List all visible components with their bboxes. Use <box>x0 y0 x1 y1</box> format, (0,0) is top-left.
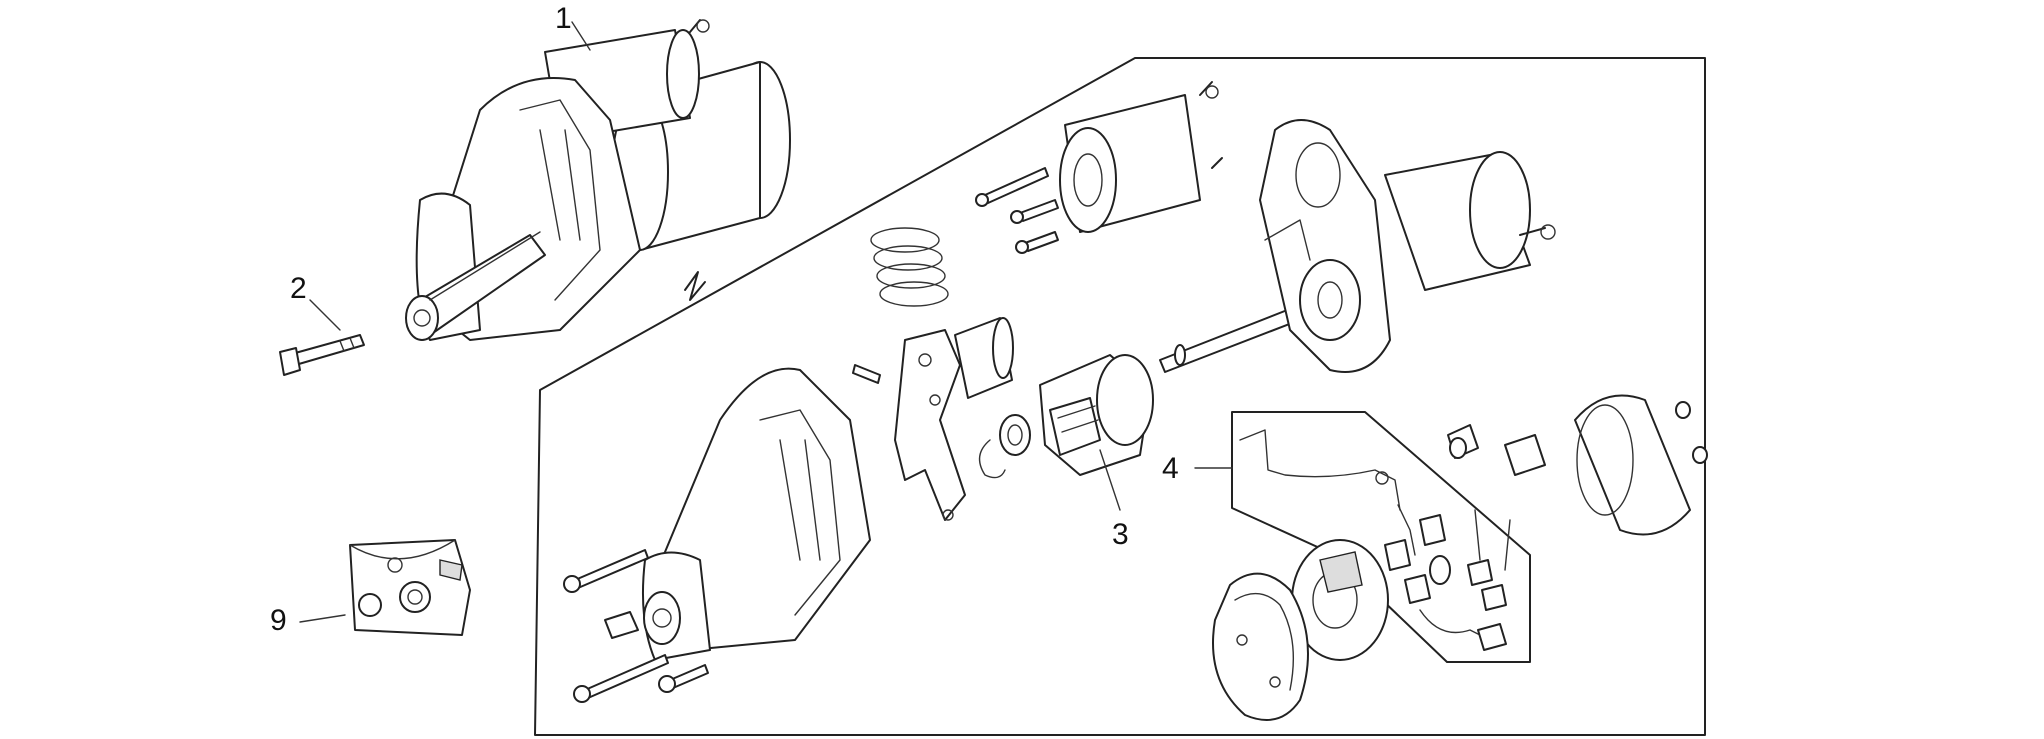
exploded-drive-housing[interactable] <box>641 367 871 661</box>
exploded-solenoid[interactable] <box>1059 81 1223 233</box>
starter-motor-assembly[interactable] <box>405 19 791 341</box>
brush-holder-plate[interactable] <box>1291 539 1389 661</box>
callout-1: 1 <box>555 2 572 35</box>
end-cover-ring[interactable] <box>1212 572 1309 721</box>
leader-line-9 <box>299 614 346 623</box>
callout-3: 3 <box>1112 518 1129 551</box>
callout-4: 4 <box>1162 452 1179 485</box>
leader-line-3 <box>1099 449 1121 511</box>
shift-fork[interactable] <box>894 329 966 521</box>
armature-shaft[interactable] <box>1159 304 1306 373</box>
band-nuts[interactable] <box>1675 401 1708 464</box>
circlip-and-washer[interactable] <box>978 414 1031 479</box>
kit-frame-outline <box>534 57 1706 736</box>
end-band[interactable] <box>1574 394 1691 536</box>
small-parts[interactable] <box>1447 424 1546 476</box>
callout-2: 2 <box>290 272 307 305</box>
mounting-bracket[interactable] <box>349 539 471 636</box>
housing-bolts[interactable] <box>563 549 709 703</box>
brush-plate-wiring[interactable] <box>1239 429 1416 556</box>
leader-line-2 <box>309 299 341 331</box>
solenoid-screws[interactable] <box>975 167 1059 254</box>
brush-kit-frame <box>1231 411 1531 663</box>
plunger[interactable] <box>954 317 1014 399</box>
return-spring[interactable] <box>870 227 949 307</box>
frame-break-mark <box>684 271 706 301</box>
callout-9: 9 <box>270 604 287 637</box>
leader-line-1 <box>571 21 591 51</box>
brushes[interactable] <box>1384 509 1511 651</box>
fork-pivot-pin[interactable] <box>852 364 881 384</box>
field-frame[interactable] <box>1259 119 1556 373</box>
through-bolt[interactable] <box>279 334 365 376</box>
pinion-drive-clutch[interactable] <box>1039 354 1154 476</box>
